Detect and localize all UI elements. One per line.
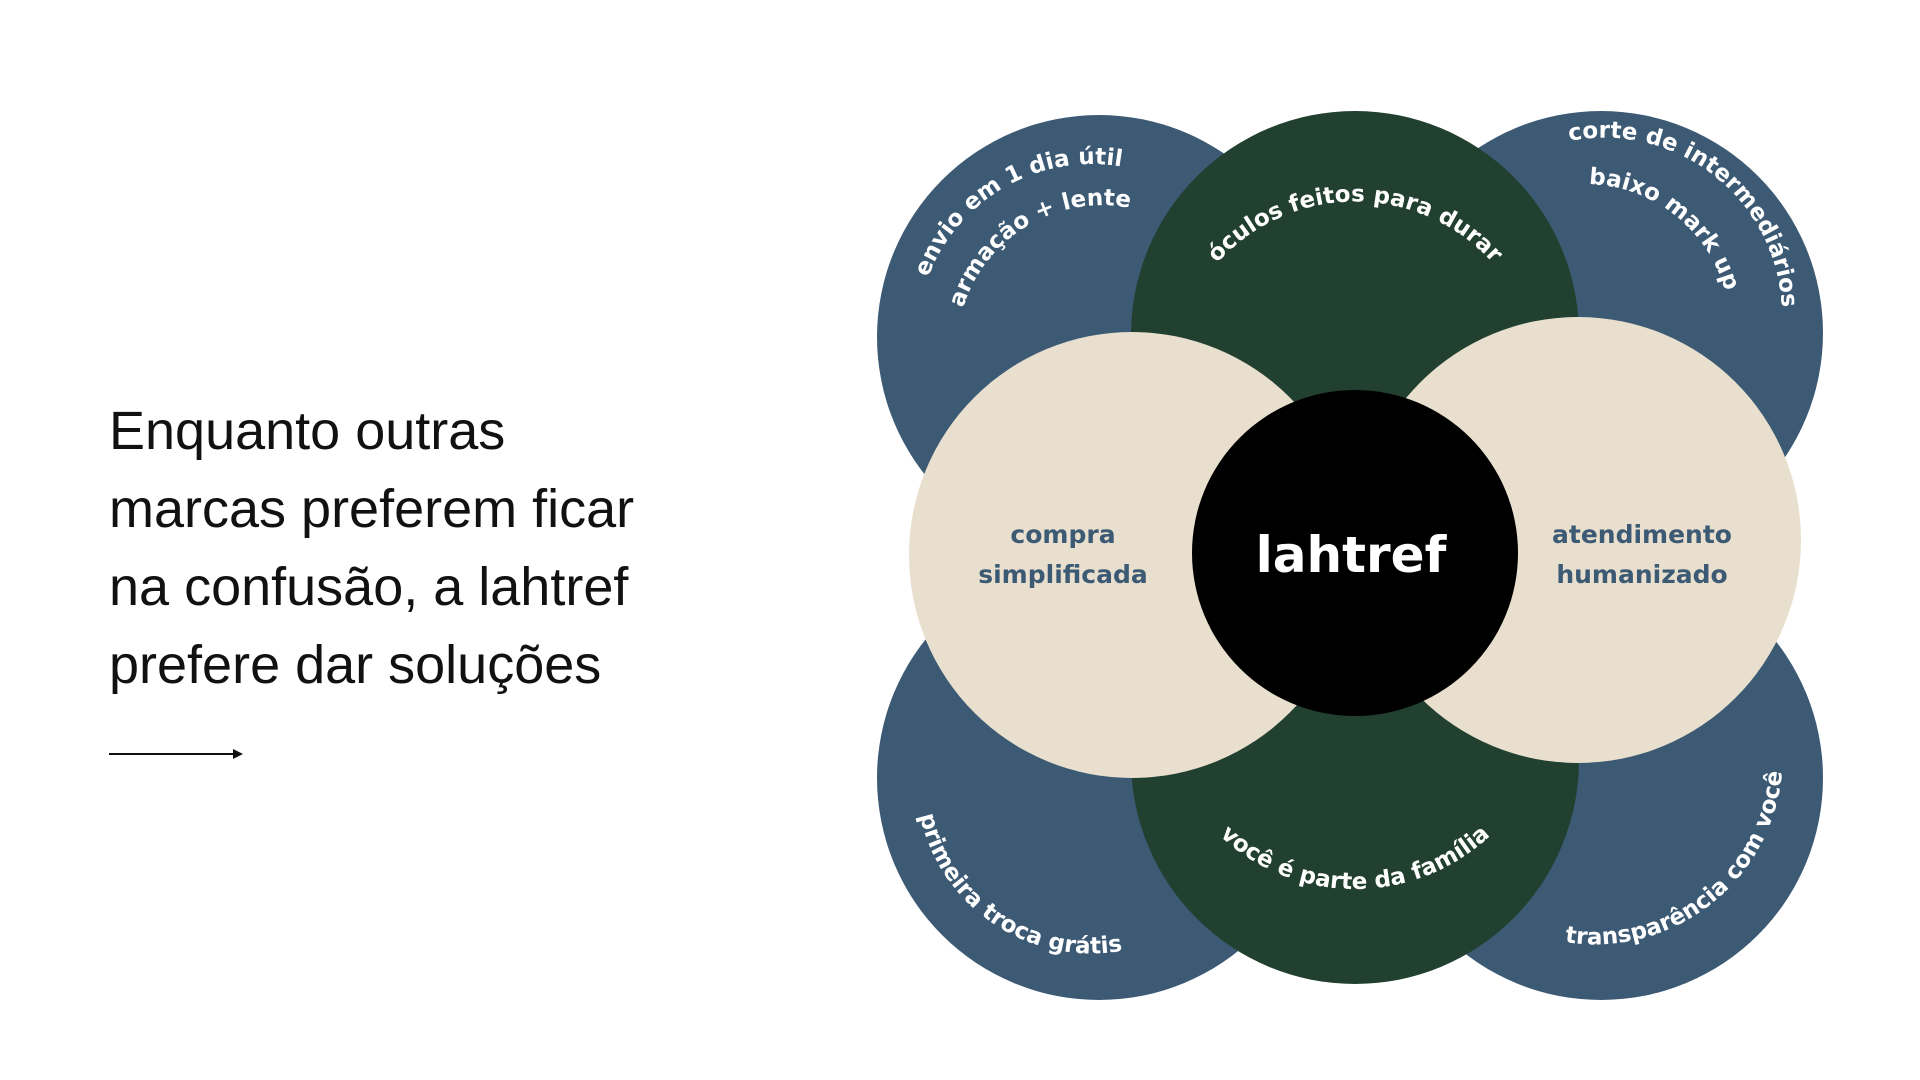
headline: Enquanto outras marcas preferem ficar na… — [109, 392, 709, 704]
right-arrow-icon — [109, 749, 243, 759]
center-circle — [1192, 390, 1518, 716]
headline-line-2: marcas preferem ficar — [109, 479, 635, 539]
label-left-1: compra — [1010, 520, 1115, 549]
label-right-1: atendimento — [1552, 520, 1732, 549]
label-left-2: simplificada — [978, 560, 1148, 589]
label-right-2: humanizado — [1556, 560, 1727, 589]
headline-line-1: Enquanto outras — [109, 401, 506, 461]
brand-name: lahtref — [1256, 526, 1448, 584]
headline-line-4: prefere dar soluções — [109, 635, 602, 695]
headline-line-3: na confusão, a lahtref — [109, 557, 629, 617]
